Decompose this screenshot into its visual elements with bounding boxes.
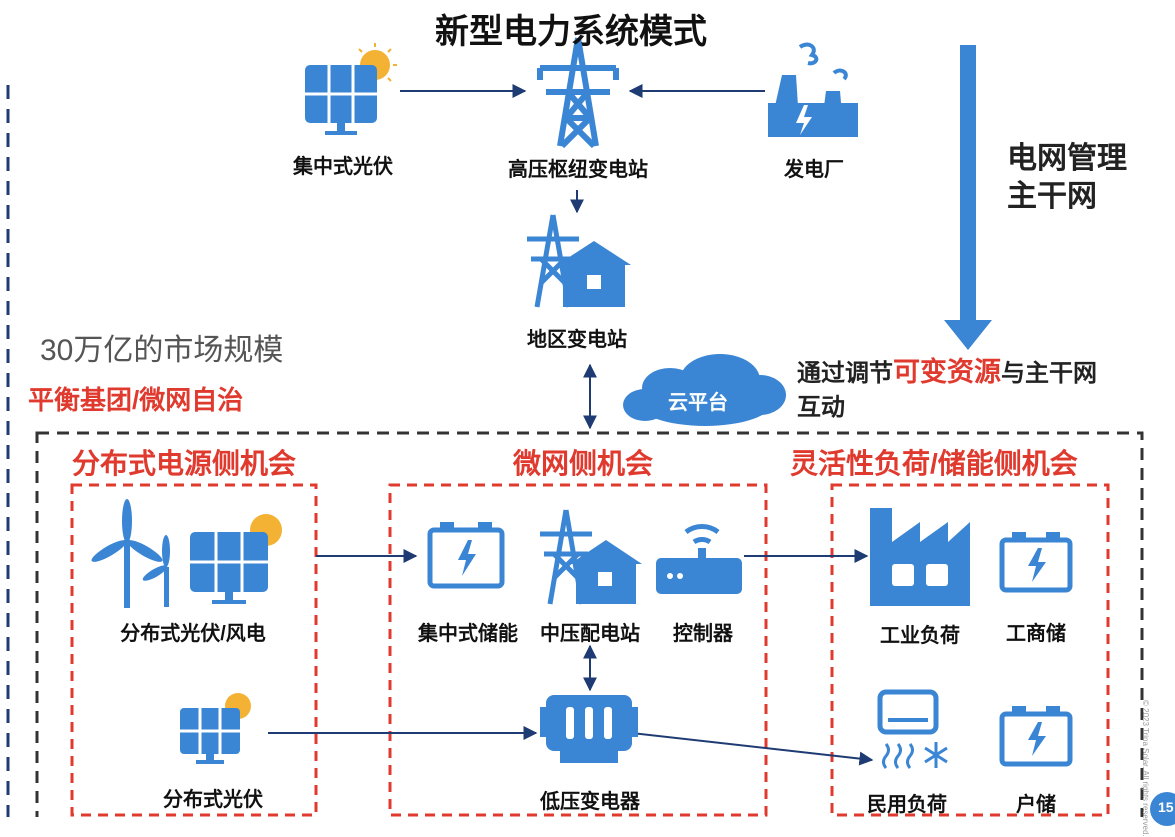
interaction-prefix: 通过调节 bbox=[797, 360, 893, 387]
solar-panel-icon bbox=[180, 693, 251, 764]
power-plant-label: 发电厂 bbox=[784, 159, 844, 181]
factory-icon bbox=[870, 508, 970, 606]
copyright-text: © 2023 Trina Solar. All rights reserved. bbox=[1141, 700, 1150, 837]
controller-label: 控制器 bbox=[673, 623, 733, 645]
residential-load-label: 民用负荷 bbox=[867, 794, 947, 816]
diagram-canvas bbox=[6, 37, 1144, 817]
transmission-tower-icon bbox=[537, 37, 619, 149]
cloud-icon bbox=[623, 354, 786, 426]
interaction-suffix: 与主干网 bbox=[1001, 360, 1097, 387]
industrial-load-label: 工业负荷 bbox=[880, 625, 960, 647]
interaction-highlight: 可变资源 bbox=[893, 357, 1001, 387]
interaction-label: 通过调节可变资源与主干网 互动 bbox=[797, 355, 1097, 425]
distributed-source-box bbox=[70, 483, 318, 817]
transformer-icon bbox=[540, 695, 638, 763]
cloud-platform-label: 云平台 bbox=[668, 392, 728, 414]
router-icon bbox=[656, 524, 742, 594]
air-conditioner-icon bbox=[877, 689, 948, 769]
balance-group-box bbox=[35, 431, 1144, 817]
arrow-lv-to-residential bbox=[631, 732, 874, 766]
household-storage-label: 户储 bbox=[1016, 794, 1056, 816]
distributed-source-title: 分布式电源侧机会 bbox=[72, 448, 297, 479]
page-number-badge: 15 bbox=[1150, 792, 1175, 826]
battery-icon bbox=[999, 706, 1073, 767]
mv-substation-label: 中压配电站 bbox=[540, 623, 640, 645]
regional-substation-icon bbox=[527, 214, 631, 308]
distributed-pv-wind-label: 分布式光伏/风电 bbox=[120, 623, 266, 645]
microgrid-box bbox=[388, 483, 768, 817]
regional-substation-label: 地区变电站 bbox=[527, 329, 627, 351]
grid-management-label: 电网管理 主干网 bbox=[1007, 140, 1127, 216]
power-plant-icon bbox=[768, 42, 858, 137]
flexible-load-title: 灵活性负荷/储能侧机会 bbox=[790, 448, 1078, 479]
page-title: 新型电力系统模式 bbox=[435, 13, 707, 51]
battery-icon bbox=[427, 522, 505, 589]
market-scale-label: 30万亿的市场规模 bbox=[40, 334, 284, 367]
solar-panel-icon bbox=[190, 514, 282, 604]
grid-management-arrow bbox=[944, 45, 992, 350]
lv-transformer-label: 低压变电器 bbox=[540, 791, 640, 813]
interaction-line2: 互动 bbox=[797, 394, 845, 421]
central-storage-label: 集中式储能 bbox=[418, 623, 518, 645]
distributed-pv-label: 分布式光伏 bbox=[163, 789, 263, 811]
hv-substation-label: 高压枢纽变电站 bbox=[508, 159, 648, 181]
wind-turbine-icon bbox=[91, 499, 170, 608]
central-pv-label: 集中式光伏 bbox=[293, 156, 393, 178]
flexible-load-box bbox=[830, 483, 1110, 817]
solar-panel-icon bbox=[305, 43, 397, 135]
mv-substation-icon bbox=[540, 509, 642, 605]
balance-group-label: 平衡基团/微网自治 bbox=[28, 385, 244, 415]
commercial-storage-label: 工商储 bbox=[1006, 623, 1066, 645]
grid-management-line2: 主干网 bbox=[1007, 180, 1097, 213]
microgrid-title: 微网侧机会 bbox=[513, 448, 654, 479]
grid-management-line1: 电网管理 bbox=[1007, 142, 1127, 175]
battery-icon bbox=[999, 532, 1073, 593]
